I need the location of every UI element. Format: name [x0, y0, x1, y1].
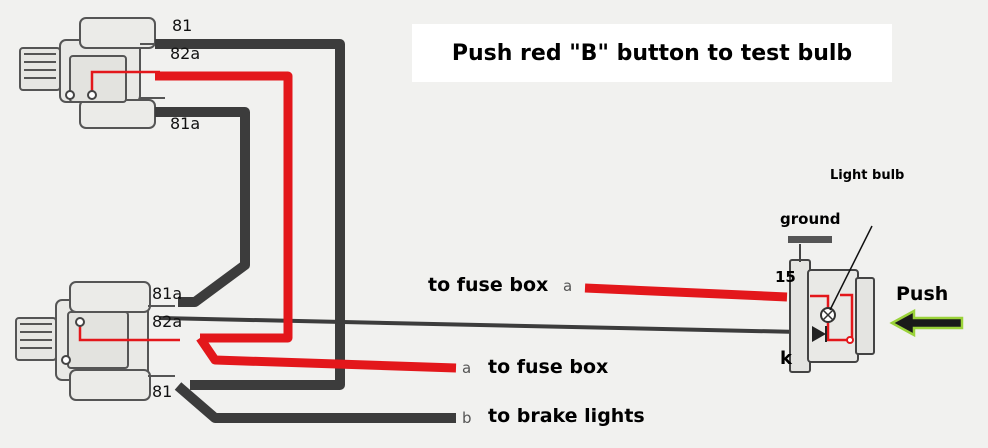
lamp-feed-wire	[159, 316, 801, 334]
fuse-box-label-top: to fuse box	[428, 274, 549, 296]
diode-icon	[812, 326, 826, 342]
ground-label: ground	[780, 210, 841, 228]
internal-traces	[78, 70, 180, 342]
fuse-box-label-right: to fuse box	[488, 356, 609, 378]
bottom-contact-left	[61, 355, 71, 365]
bottom-contact-right	[75, 317, 85, 327]
fuse-box-terminal-top: a	[563, 277, 573, 295]
bulb-pointer-line	[829, 225, 873, 311]
brake-lights-label: to brake lights	[488, 405, 645, 427]
bottom-terminal-81a: 81a	[152, 284, 183, 303]
brake-lights-terminal: b	[462, 409, 472, 427]
dark-wires	[155, 39, 456, 423]
top-terminal-81a: 81a	[170, 114, 201, 133]
bottom-terminal-81: 81	[152, 382, 173, 401]
top-contact-left	[65, 90, 75, 100]
push-label: Push	[896, 283, 949, 305]
bottom-terminal-82a: 82a	[152, 312, 183, 331]
light-bulb-label: Light bulb	[830, 168, 905, 183]
ground-bar	[788, 236, 832, 243]
fuse-box-terminal-right: a	[462, 359, 472, 377]
diagram-title: Push red "B" button to test bulb	[451, 40, 853, 66]
top-pressure-switch	[19, 17, 165, 129]
test-button-contact	[846, 336, 854, 344]
live-wires	[155, 71, 788, 373]
indicator-lamp-unit	[789, 244, 875, 373]
top-terminal-81: 81	[172, 16, 193, 35]
terminal-k-label: k	[780, 348, 792, 369]
top-contact-right	[87, 90, 97, 100]
terminal-15-label: 15	[775, 268, 796, 286]
push-arrow-icon	[889, 308, 964, 338]
top-terminal-82a: 82a	[170, 44, 201, 63]
title-banner: Push red "B" button to test bulb	[412, 24, 892, 82]
